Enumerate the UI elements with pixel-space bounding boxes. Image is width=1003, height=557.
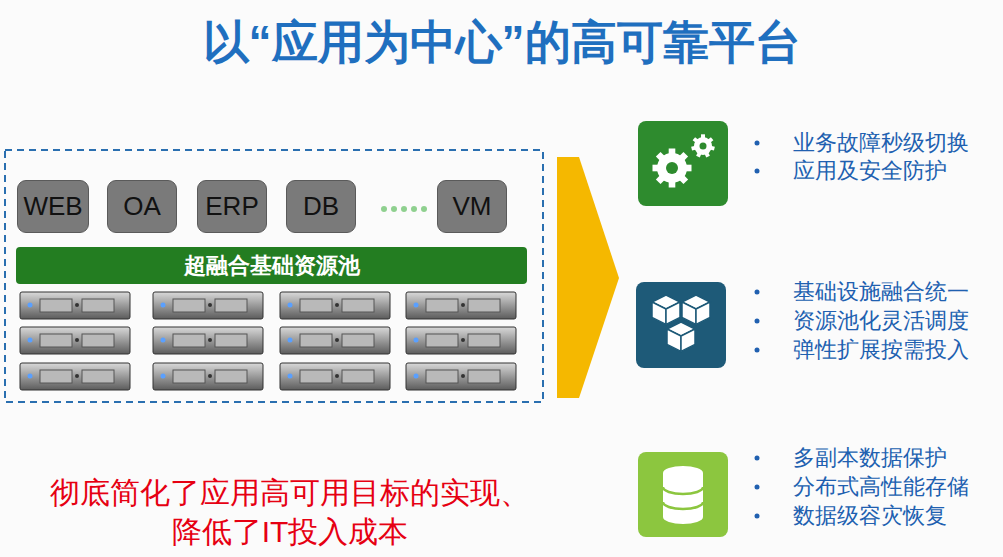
server-rack: [20, 292, 516, 390]
app-label: OA: [123, 191, 161, 222]
database-icon: [638, 452, 728, 537]
feature-item: 资源池化灵活调度: [793, 308, 969, 334]
gear-icon: [638, 121, 728, 206]
chevron-arrow: [557, 157, 619, 398]
cubes-icon: [636, 282, 726, 368]
feature-item: 应用及安全防护: [793, 158, 947, 184]
ellipsis-dots: [381, 206, 427, 212]
band-label: 超融合基础资源池: [184, 251, 360, 281]
server-unit: [406, 327, 516, 354]
server-unit: [20, 327, 130, 354]
server-unit: [280, 292, 390, 319]
server-unit: [406, 363, 516, 390]
server-unit: [20, 292, 130, 319]
app-box: DB: [286, 180, 356, 233]
conclusion-note: 彻底简化了应用高可用目标的实现、 降低了IT投入成本: [20, 473, 560, 551]
server-unit: [153, 292, 263, 319]
server-unit: [153, 327, 263, 354]
app-label: WEB: [23, 191, 82, 222]
feature-item: 基础设施融合统一: [793, 279, 969, 305]
server-unit: [20, 363, 130, 390]
feature-item: 多副本数据保护: [793, 445, 947, 471]
server-unit: [406, 292, 516, 319]
app-box: ERP: [197, 180, 267, 233]
app-label: ERP: [205, 191, 258, 222]
app-box: VM: [437, 180, 507, 233]
feature-item: 分布式高性能存储: [793, 474, 969, 500]
app-box: WEB: [17, 180, 88, 233]
dashed-frame: [5, 150, 543, 402]
server-unit: [153, 363, 263, 390]
bullet-dots: [755, 141, 760, 519]
app-label: DB: [303, 191, 339, 222]
resource-band: 超融合基础资源池: [16, 247, 527, 284]
feature-item: 数据级容灾恢复: [793, 503, 947, 529]
feature-item: 弹性扩展按需投入: [793, 337, 969, 363]
app-box: OA: [107, 180, 177, 233]
app-label: VM: [453, 191, 492, 222]
server-unit: [280, 363, 390, 390]
feature-item: 业务故障秒级切换: [793, 130, 969, 156]
server-unit: [280, 327, 390, 354]
title: 以“应用为中心”的高可靠平台: [0, 12, 1003, 74]
